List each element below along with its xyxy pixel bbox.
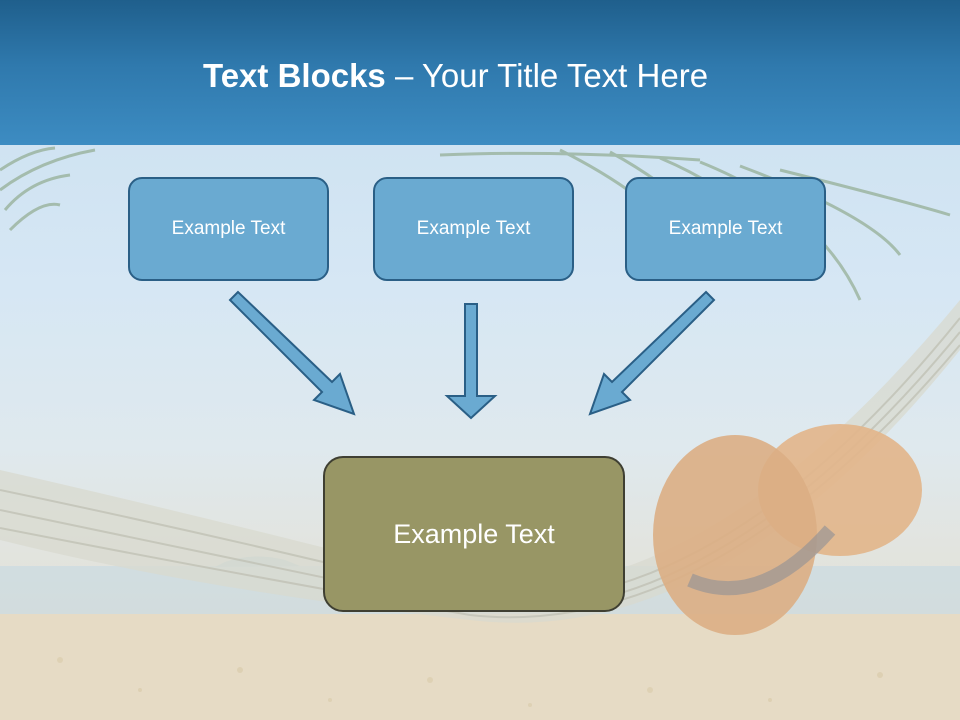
- slide-title-rest: – Your Title Text Here: [385, 57, 709, 94]
- text-block-left[interactable]: Example Text: [128, 177, 329, 281]
- arrow-right-diagonal: [588, 290, 716, 416]
- slide-title: Text Blocks – Your Title Text Here: [203, 54, 960, 98]
- slide-title-bold: Text Blocks: [203, 57, 386, 94]
- text-block-right-label: Example Text: [668, 218, 783, 239]
- arrow-center-down: [444, 303, 498, 420]
- text-block-center[interactable]: Example Text: [373, 177, 574, 281]
- text-block-left-label: Example Text: [171, 218, 286, 239]
- text-block-bottom-label: Example Text: [393, 518, 555, 549]
- text-block-bottom[interactable]: Example Text: [323, 456, 625, 612]
- text-block-center-label: Example Text: [416, 218, 531, 239]
- title-bar: Text Blocks – Your Title Text Here: [0, 0, 960, 145]
- arrow-left-diagonal: [228, 290, 356, 416]
- text-block-right[interactable]: Example Text: [625, 177, 826, 281]
